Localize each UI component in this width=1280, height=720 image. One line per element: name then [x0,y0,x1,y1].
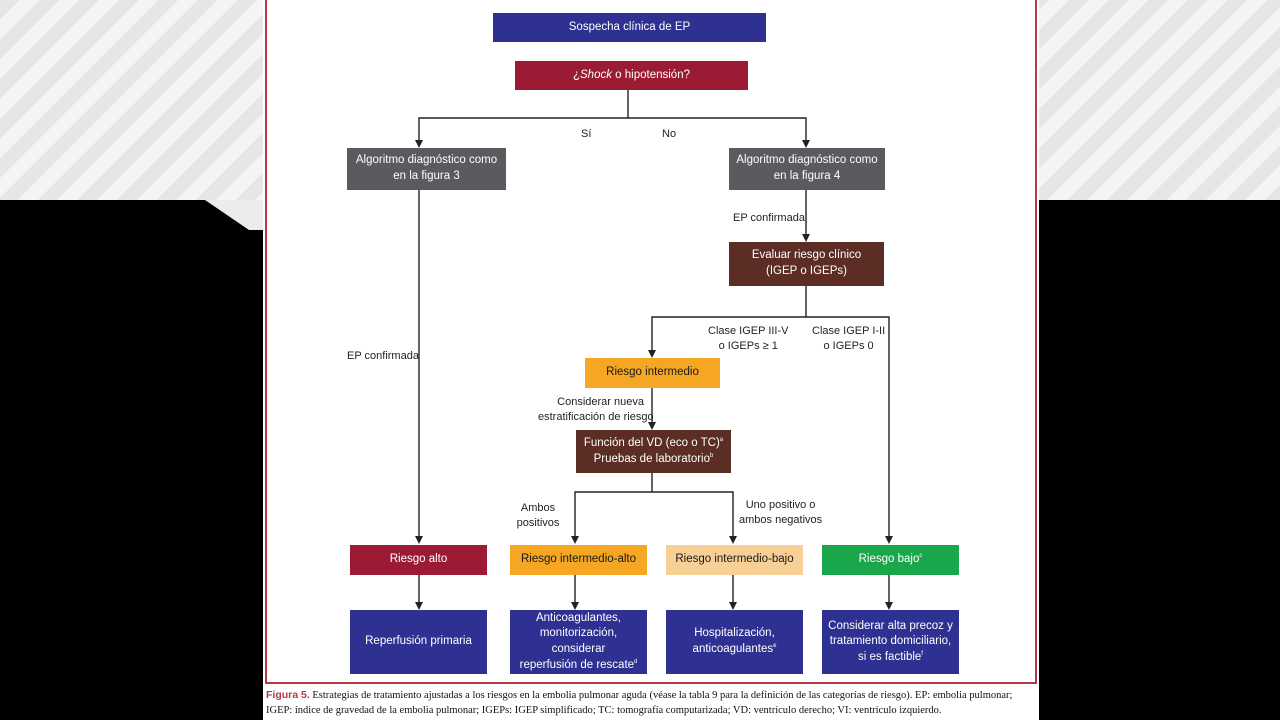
node-suspect: Sospecha clínica de EP [493,13,766,42]
label-yes: Sí [581,128,592,140]
node-anticoagulants-monitoring-text: Anticoagulantes,monitorización, consider… [519,611,638,671]
caption-line-2: IGEP: índice de gravedad de la embolia p… [266,705,942,716]
node-primary-reperfusion: Reperfusión primaria [350,610,487,674]
node-low-risk-text: Riesgo bajoc [858,553,923,566]
label-ep-confirmed-left: EP confirmada [347,350,419,362]
figure-frame [265,0,1037,684]
node-low-risk: Riesgo bajoc [822,545,959,575]
caption-figure-label: Figura 5. [266,689,310,701]
node-intermediate-low-risk: Riesgo intermedio-bajo [666,545,803,575]
node-shock-text: ¿Shock o hipotensión? [572,68,690,81]
caption-line-1: Estrategias de tratamiento ajustadas a l… [309,690,1013,701]
node-intermediate-risk-text: Riesgo intermedio [606,366,699,379]
node-intermediate-high-risk-text: Riesgo intermedio-alto [520,553,637,566]
node-high-risk: Riesgo alto [350,545,487,575]
node-primary-reperfusion-text: Reperfusión primaria [365,635,472,648]
node-intermediate-low-risk-text: Riesgo intermedio-bajo [675,553,794,566]
node-suspect-text: Sospecha clínica de EP [568,20,691,33]
node-hospitalization-text: Hospitalización,anticoagulantese [692,627,777,655]
node-shock: ¿Shock o hipotensión? [515,61,748,90]
node-high-risk-text: Riesgo alto [389,553,448,566]
node-evaluate-risk: Evaluar riesgo clínico(IGEP o IGEPs) [729,242,884,286]
node-intermediate-risk: Riesgo intermedio [585,358,720,388]
label-no: No [662,128,677,140]
node-intermediate-high-risk: Riesgo intermedio-alto [510,545,647,575]
label-ep-confirmed-right: EP confirmada [733,212,805,224]
figure-caption: Figura 5. Estrategias de tratamiento aju… [266,688,1036,718]
node-evaluate-risk-text: Evaluar riesgo clínico(IGEP o IGEPs) [751,249,862,277]
background-notch [205,200,263,230]
node-hospitalization: Hospitalización,anticoagulantese [666,610,803,674]
node-anticoagulants-monitoring: Anticoagulantes,monitorización, consider… [510,610,647,674]
